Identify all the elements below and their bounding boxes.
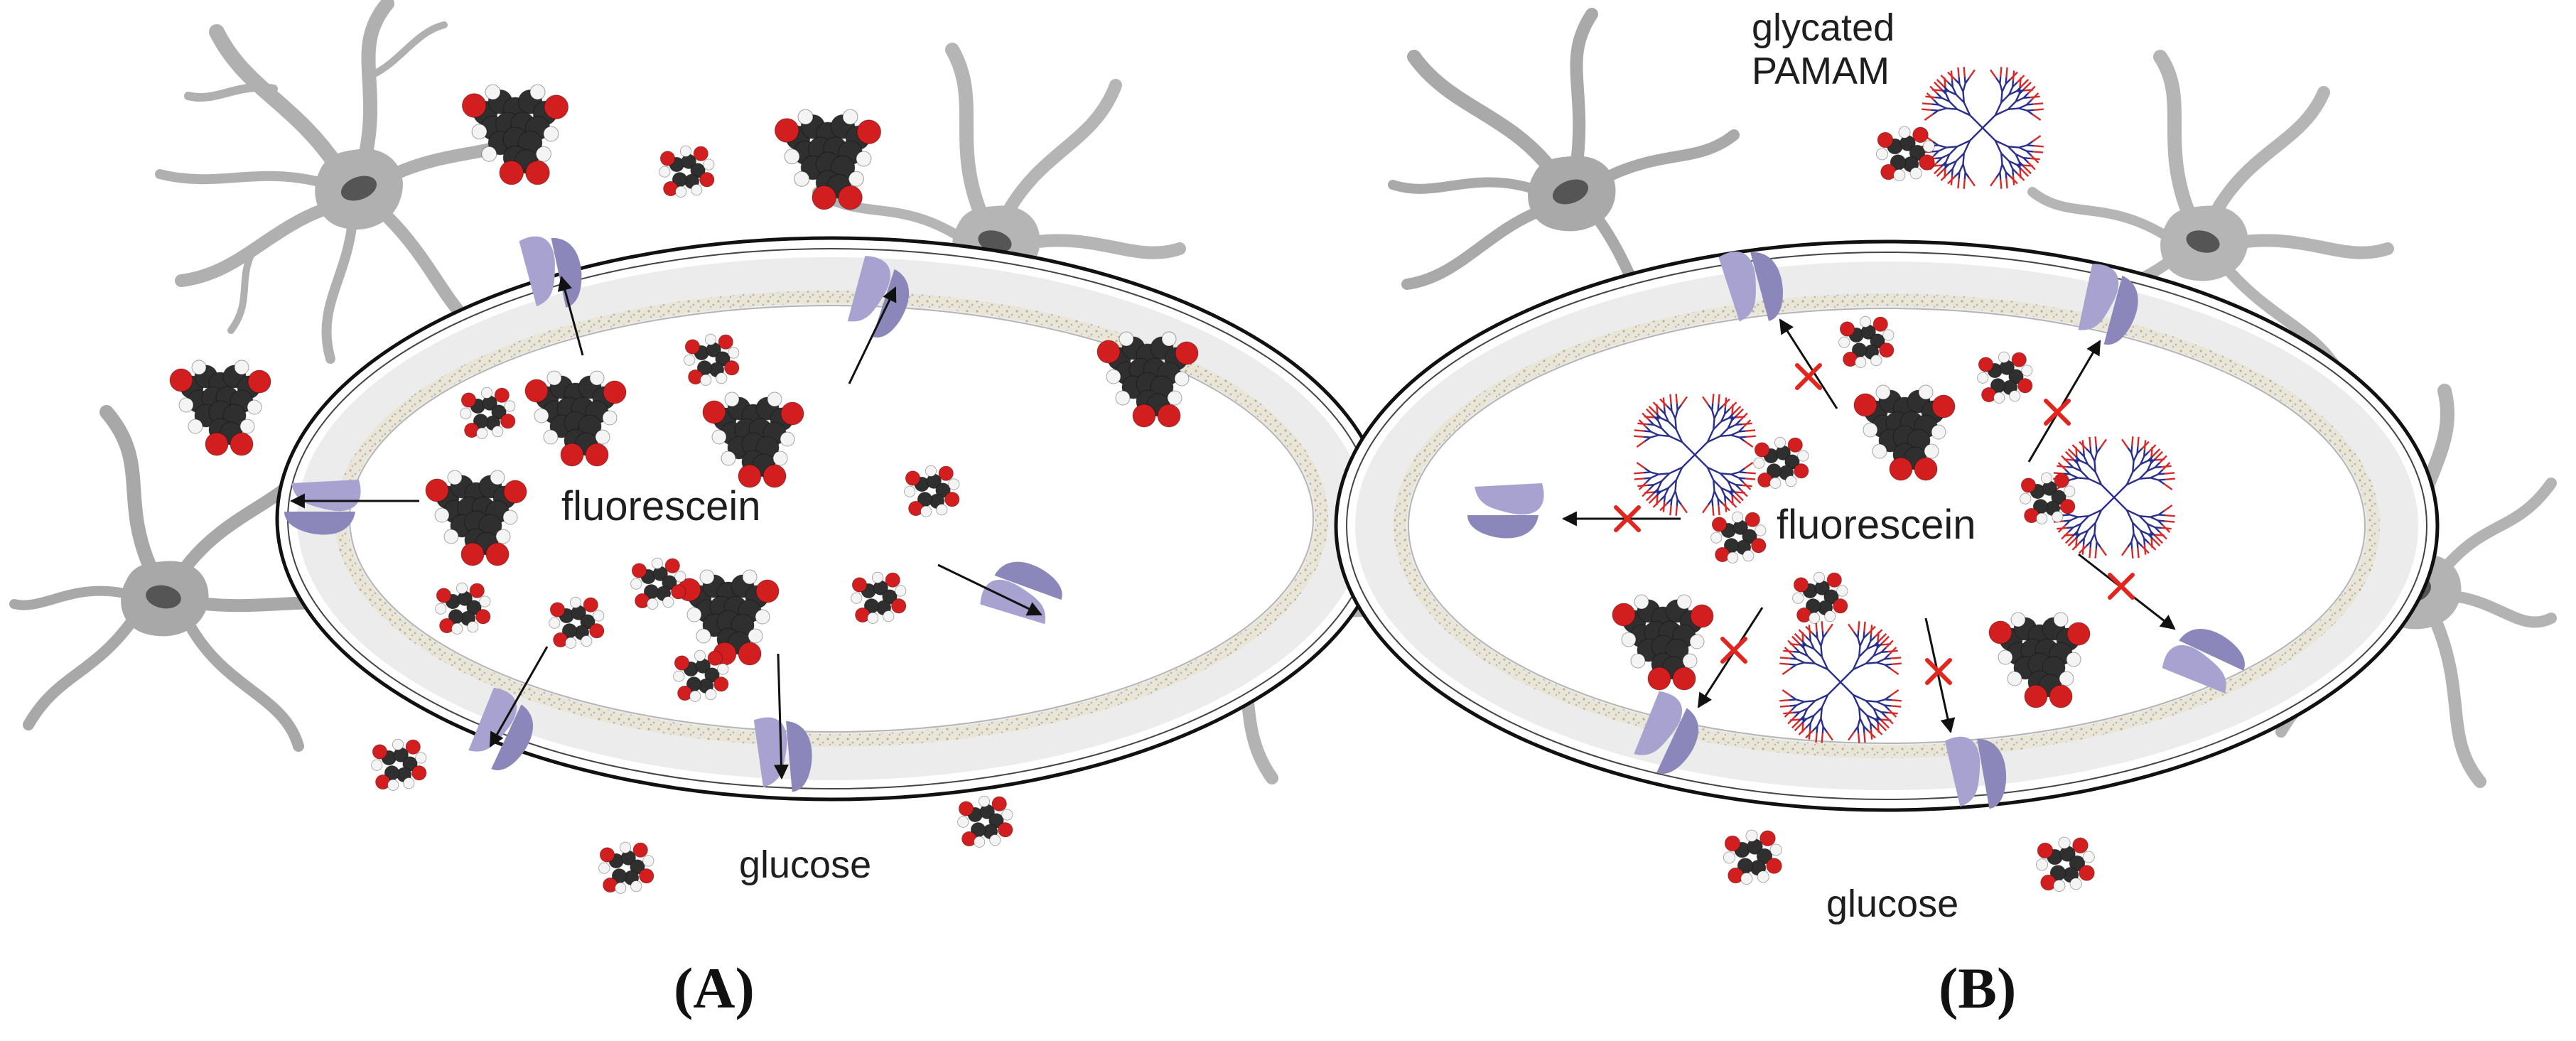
- transport-arrow: [1779, 318, 1838, 409]
- glucose-molecules: [371, 145, 1013, 894]
- transporter: [1718, 252, 1783, 322]
- transporter: [1634, 691, 1698, 774]
- glucose-molecule: [1710, 511, 1767, 563]
- blocked-cross-icon: [1614, 505, 1641, 532]
- blocked-cross-icon: [1925, 658, 1952, 685]
- blocked-cross-icon: [2108, 573, 2135, 600]
- fluorescein-molecule: [1612, 594, 1714, 691]
- fluorescein-molecule: [702, 392, 804, 488]
- panel-b: glycated PAMAM fluorescein glucose (B): [1334, 6, 2557, 1020]
- pamam-dendrimer: [1779, 621, 1902, 743]
- fluorescein-molecules: [1612, 384, 2091, 708]
- glucose-transporters: [1467, 252, 2245, 809]
- transporter: [847, 256, 909, 338]
- glucose-molecule: [659, 145, 715, 198]
- glycated-label: glycated: [1752, 6, 1895, 49]
- glucose-molecule: [1792, 571, 1848, 624]
- fluorescein-molecule: [461, 84, 569, 185]
- fluorescein-molecule: [524, 370, 627, 467]
- fluorescein-molecule: [1988, 612, 2091, 708]
- blocked-cross-icon: [1720, 637, 1747, 664]
- glucose-molecule: [460, 387, 516, 439]
- pamam-dendrimer: [1922, 67, 2044, 189]
- pamam-dendrimer: [2053, 436, 2175, 559]
- blocked-cross-icon: [2044, 399, 2071, 426]
- transport-arrow: [1697, 607, 1764, 708]
- glucose-molecule: [904, 465, 960, 517]
- transporter: [284, 480, 361, 535]
- transport-arrow: [937, 563, 1042, 616]
- transport-arrow: [557, 275, 584, 356]
- transporter: [1467, 483, 1544, 539]
- astrocyte-cell: [2027, 50, 2394, 375]
- glucose-molecule: [371, 738, 427, 791]
- fluorescein-molecule: [774, 109, 882, 210]
- transporter: [2078, 264, 2138, 345]
- fluorescein-molecule: [1853, 384, 1956, 481]
- blocked-crosses: [1614, 363, 2135, 685]
- transporter: [468, 687, 533, 770]
- pamam-label: PAMAM: [1752, 50, 1890, 92]
- transporter: [1944, 736, 2007, 809]
- glycated-pamam-dendrimers: [1634, 67, 2175, 743]
- fluorescein-molecule: [1096, 331, 1199, 428]
- glucose-molecule: [1875, 126, 1935, 182]
- transport-arrow: [773, 653, 789, 780]
- glucose-molecule: [851, 571, 907, 624]
- transporter: [2162, 629, 2245, 694]
- transport-arrow: [848, 286, 897, 384]
- glucose-molecule: [1838, 315, 1895, 368]
- panel-a-caption: (A): [674, 956, 755, 1020]
- glucose-molecule: [598, 841, 654, 894]
- blocked-transport-arrows: [1561, 318, 2176, 734]
- glucose-molecule: [630, 557, 686, 610]
- glucose-molecule: [435, 582, 491, 635]
- glucose-molecule: [2020, 472, 2076, 524]
- glucose-label: glucose: [739, 843, 871, 886]
- glucose-molecule: [2035, 836, 2095, 892]
- transport-arrow: [489, 646, 549, 748]
- panel-a: fluorescein glucose (A): [9, 0, 1388, 1020]
- glucose-molecule: [957, 795, 1013, 848]
- pamam-dendrimer: [1634, 394, 1756, 516]
- transport-arrow: [1924, 617, 1956, 734]
- glucose-label: glucose: [1826, 883, 1958, 925]
- transporter: [519, 236, 582, 308]
- fluorescein-label: fluorescein: [1777, 502, 1976, 548]
- glucose-molecule: [1977, 351, 2033, 404]
- transport-arrow: [2027, 340, 2101, 463]
- glucose-molecules: [1710, 126, 2095, 892]
- glucose-molecule: [1723, 829, 1782, 885]
- fluorescein-label: fluorescein: [561, 483, 760, 529]
- fluorescein-molecules: [169, 84, 1199, 666]
- astrocyte-cell: [155, 0, 550, 364]
- fluorescein-molecule: [677, 569, 780, 666]
- blocked-cross-icon: [1795, 363, 1822, 390]
- glucose-molecule: [673, 649, 729, 702]
- transport-arrows: [289, 275, 1042, 780]
- glucose-molecule: [684, 333, 740, 386]
- glucose-molecule: [1753, 436, 1809, 489]
- panel-b-caption: (B): [1939, 956, 2016, 1020]
- glucose-molecule: [549, 596, 605, 649]
- fluorescein-molecule: [169, 360, 271, 456]
- fluorescein-molecule: [425, 470, 527, 566]
